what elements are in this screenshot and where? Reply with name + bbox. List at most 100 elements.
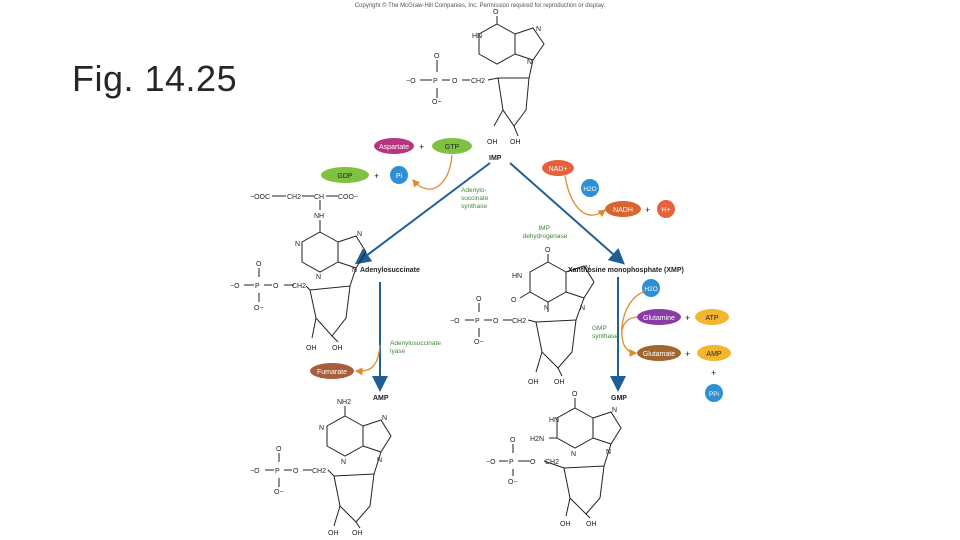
ppi-circle: [705, 384, 723, 402]
atp-label: ATP: [705, 315, 718, 322]
amp-oh-left: OH: [328, 530, 339, 537]
arrow-imp-to-xmp: [509, 162, 625, 265]
imp-oh-right: OH: [510, 139, 521, 146]
adenylosuccinate-ooc: −OOC: [250, 194, 270, 201]
arrow-imp-to-adenylosuccinate: [354, 162, 491, 265]
xmp-atom-n3: N: [544, 305, 549, 312]
xmp-atom-o-left: O: [511, 297, 517, 304]
amp-atom-n7: N: [382, 415, 387, 422]
xmp-phosphate-o-bottom: O−: [474, 339, 484, 346]
hplus-label: H+: [661, 207, 670, 214]
amp-side-oval: [697, 345, 731, 361]
adenylosuccinate-nh: NH: [314, 213, 324, 220]
adenylosuccinate-ch: CH: [314, 194, 324, 201]
xmp-phosphate-o-bridge: O: [493, 318, 499, 325]
curve-glutamine-link: [621, 316, 638, 331]
gmp-atom-n9: N: [606, 449, 611, 456]
enzyme-imp-dehydrogenase: IMP dehydrogenase: [523, 225, 568, 240]
amp-nh2: NH2: [337, 399, 351, 406]
nad-oval: [542, 160, 574, 176]
gmp-phosphate-ch2: CH2: [545, 459, 559, 466]
imp-atom-hn: HN: [472, 33, 482, 40]
imp-atom-n9: N: [527, 59, 532, 66]
fumarate-oval: [310, 363, 354, 379]
imp-phosphate-o-bridge: O: [452, 78, 458, 85]
adenylosuccinate-ch2: CH2: [287, 194, 301, 201]
nadh-oval: [605, 201, 641, 217]
xmp-atom-o-top: O: [545, 247, 551, 254]
gmp-phosphate-o-bridge: O: [530, 459, 536, 466]
gmp-phosphate-o-bottom: O−: [508, 479, 518, 486]
gmp-phosphate-p: P: [509, 459, 514, 466]
pi-circle: [390, 166, 408, 184]
gmp-atom-hn: HN: [549, 417, 559, 424]
enzyme-gmp-synthase: GMP synthase: [592, 325, 618, 340]
slide-title: Fig. 14.25: [72, 58, 238, 99]
glutamate-label: Glutamate: [643, 351, 675, 358]
gmp-label: GMP: [611, 395, 627, 402]
xmp-atom-n7: N: [585, 265, 590, 272]
adenylosuccinate-structure: [244, 195, 367, 343]
plus-sign: +: [419, 142, 424, 152]
water-circle: [581, 179, 599, 197]
plus-sign: +: [685, 349, 690, 359]
xmp-label: Xanthosine monophosphate (XMP): [568, 267, 684, 274]
amp-phosphate-o-left: −O: [250, 468, 260, 475]
amp-oh-right: OH: [352, 530, 363, 537]
amp-structure: [265, 406, 392, 529]
gmp-oh-left: OH: [560, 521, 571, 528]
glutamate-oval: [637, 345, 681, 361]
adenylosuccinate-phosphate-ch2: CH2: [292, 283, 306, 290]
hplus-circle: [657, 200, 675, 218]
plus-sign: +: [711, 368, 716, 378]
gtp-oval: [432, 138, 472, 154]
aspartate-label: Aspartate: [379, 144, 409, 151]
gmp-atom-o-top: O: [572, 391, 578, 398]
xmp-phosphate-ch2: CH2: [512, 318, 526, 325]
curve-gmp-synthase: [621, 291, 644, 357]
adenylosuccinate-phosphate-o-bottom: O−: [254, 305, 264, 312]
curve-nad-to-nadh: [564, 175, 607, 218]
atp-oval: [695, 309, 729, 325]
gmp-oh-right: OH: [586, 521, 597, 528]
xmp-phosphate-o-left: −O: [450, 318, 460, 325]
imp-phosphate-o-left: −O: [406, 78, 416, 85]
imp-label: IMP: [489, 155, 502, 162]
gmp-phosphate-o-top: O: [510, 437, 516, 444]
fumarate-label: Fumarate: [317, 369, 347, 376]
amp-atom-n1: N: [319, 425, 324, 432]
amp-atom-n3: N: [341, 459, 346, 466]
imp-phosphate-o-top: O: [434, 53, 440, 60]
copyright-notice: Copyright © The McGraw-Hill Companies, I…: [355, 2, 606, 9]
imp-phosphate-p: P: [433, 78, 438, 85]
adenylosuccinate-oh-left: OH: [306, 345, 317, 352]
glutamine-oval: [637, 309, 681, 325]
imp-oh-left: OH: [487, 139, 498, 146]
adenylosuccinate-n3: N: [316, 274, 321, 281]
xmp-phosphate-o-top: O: [476, 296, 482, 303]
enzyme-adenylosuccinate-lyase: Adenylosuccinate lyase: [390, 340, 443, 355]
gmp-structure: [499, 398, 622, 519]
amp-phosphate-p: P: [275, 468, 280, 475]
gmp-atom-n3: N: [571, 451, 576, 458]
xmp-phosphate-p: P: [475, 318, 480, 325]
gmp-atom-h2n: H2N: [530, 436, 544, 443]
adenylosuccinate-label: Adenylosuccinate: [360, 267, 420, 274]
imp-structure: [420, 16, 545, 137]
water-label: H2O: [583, 186, 596, 193]
amp-phosphate-o-bottom: O−: [274, 489, 284, 496]
xmp-oh-right: OH: [554, 379, 565, 386]
xmp-structure: [465, 254, 595, 377]
adenylosuccinate-phosphate-o-left: −O: [230, 283, 240, 290]
imp-phosphate-ch2: CH2: [471, 78, 485, 85]
amp-atom-n9: N: [377, 457, 382, 464]
nadh-label: NADH: [613, 207, 633, 214]
gdp-label: GDP: [337, 173, 353, 180]
adenylosuccinate-n1: N: [295, 241, 300, 248]
curve-gtp-to-gdp: [412, 154, 453, 190]
pi-label: Pi: [396, 173, 403, 180]
gtp-label: GTP: [445, 144, 460, 151]
imp-phosphate-o-bottom: O−: [432, 99, 442, 106]
gmp-atom-n7: N: [612, 407, 617, 414]
